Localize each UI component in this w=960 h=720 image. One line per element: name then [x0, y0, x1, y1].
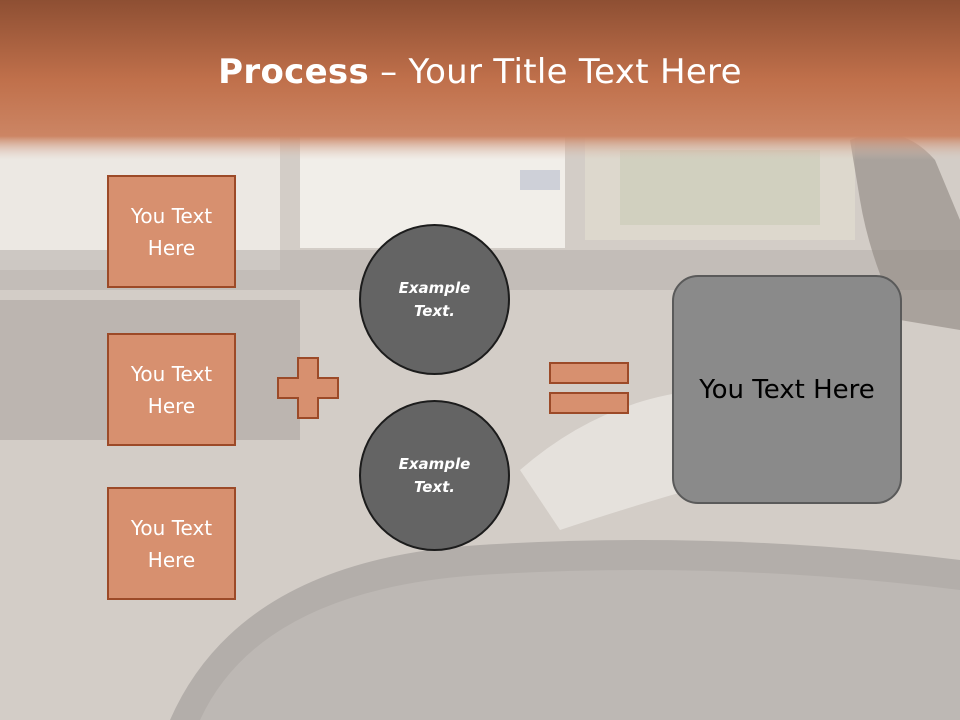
example-circle-2: Example Text. [359, 400, 510, 551]
result-box-label: You Text Here [699, 374, 875, 405]
text-box-3: You Text Here [107, 487, 236, 600]
example-circle-2-label: Example Text. [398, 454, 471, 496]
example-circle-1-label: Example Text. [398, 278, 471, 320]
title-rest: – Your Title Text Here [369, 52, 742, 92]
result-box: You Text Here [672, 275, 902, 504]
plus-icon [277, 357, 339, 419]
title-bold: Process [218, 52, 370, 92]
slide-title: Process – Your Title Text Here [0, 52, 960, 92]
example-circle-1: Example Text. [359, 224, 510, 375]
text-box-1: You Text Here [107, 175, 236, 288]
text-box-3-label: You Text Here [130, 515, 213, 572]
text-box-2-label: You Text Here [130, 361, 213, 418]
text-box-1-label: You Text Here [130, 203, 213, 260]
equals-icon [549, 362, 629, 414]
text-box-2: You Text Here [107, 333, 236, 446]
